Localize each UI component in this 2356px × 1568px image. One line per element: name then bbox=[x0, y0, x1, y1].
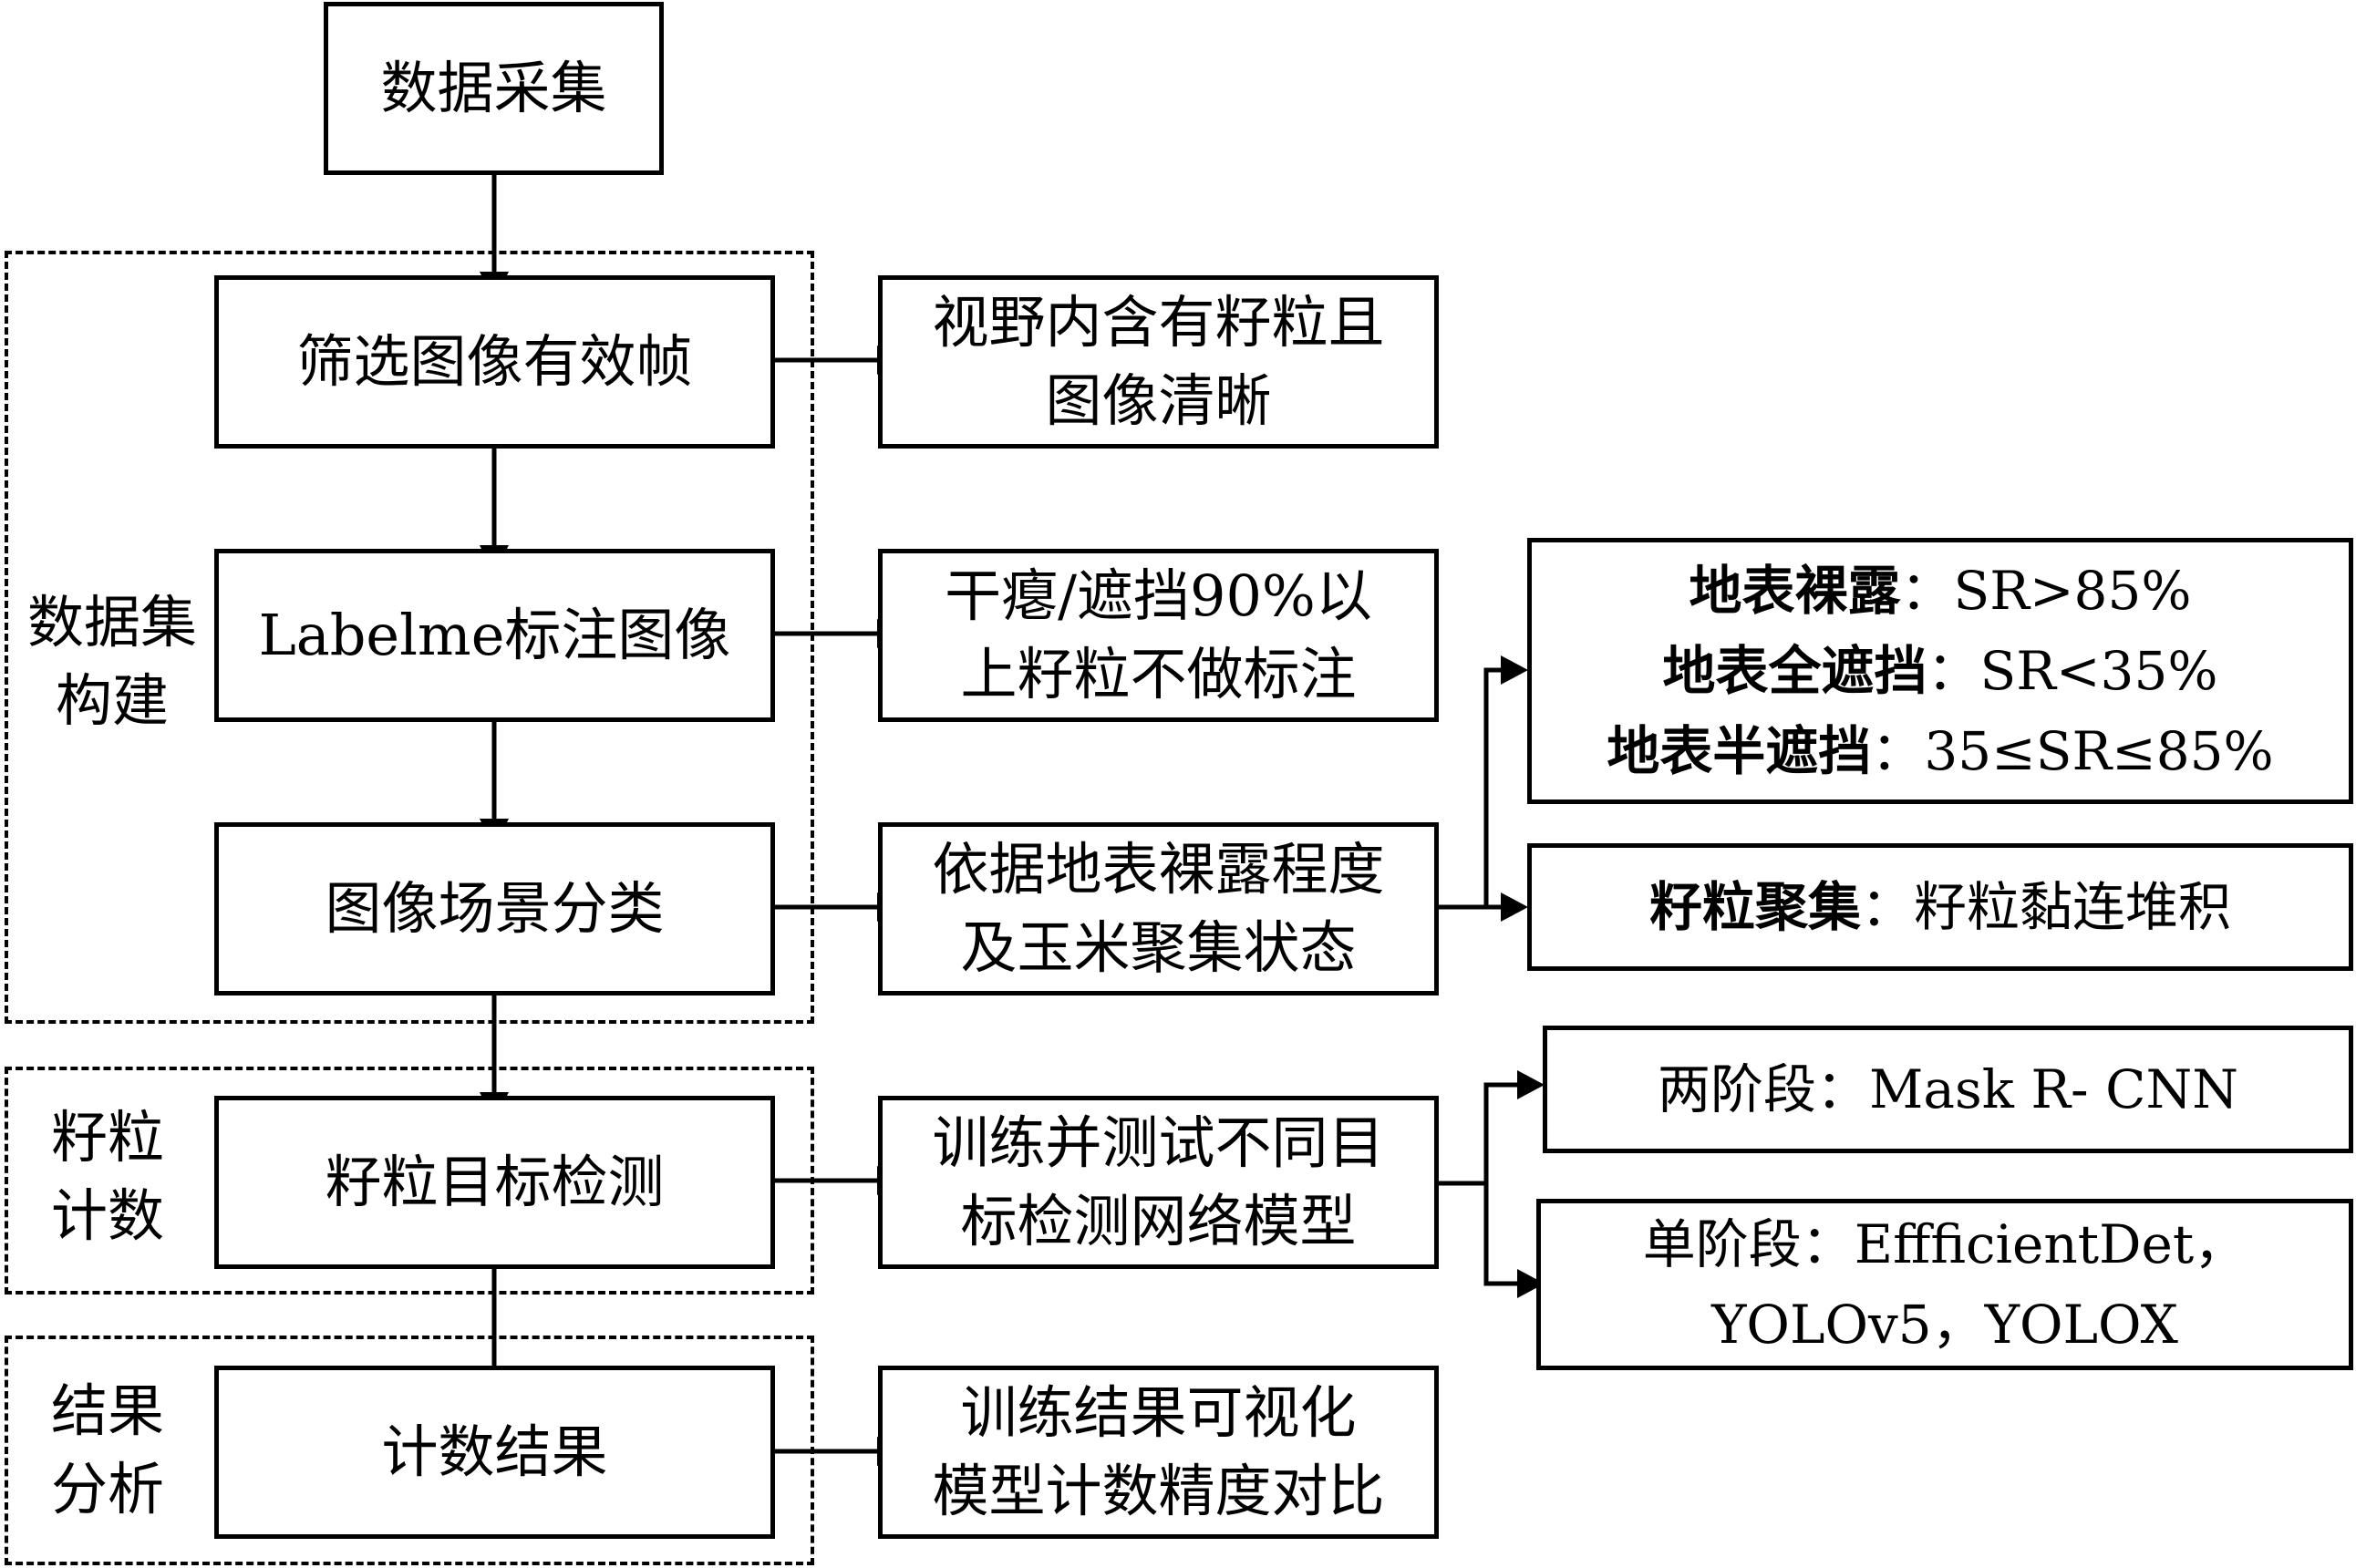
scene-classes-box: 地表裸露：SR>85% 地表全遮挡：SR<35% 地表半遮挡：35≤SR≤85% bbox=[1527, 538, 2353, 804]
branch-models bbox=[1439, 1082, 1538, 1186]
step-labelme-label: Labelme标注图像 bbox=[258, 602, 731, 668]
step-scene-classify: 图像场景分类 bbox=[214, 822, 775, 995]
aggregation-box: 籽粒聚集：籽粒黏连堆积 bbox=[1527, 843, 2353, 971]
scene-half-occlusion-label: 地表半遮挡 bbox=[1607, 720, 1872, 782]
two-stage-text: 两阶段：Mask R- CNN bbox=[1658, 1058, 2238, 1120]
detail-result-compare: 训练结果可视化 模型计数精度对比 bbox=[878, 1366, 1439, 1539]
detail-annotation-rule-text: 干瘪/遮挡90%以 上籽粒不做标注 bbox=[945, 562, 1372, 707]
group-dataset-label: 数据集 构建 bbox=[26, 589, 197, 734]
scene-full-occlusion-value: ：SR<35% bbox=[1927, 640, 2218, 702]
step-filter-frames-label: 筛选图像有效帧 bbox=[296, 328, 693, 395]
scene-aggregation: 籽粒聚集：籽粒黏连堆积 bbox=[1649, 867, 2231, 947]
detail-result-compare-text: 训练结果可视化 模型计数精度对比 bbox=[932, 1379, 1385, 1524]
branch-scene bbox=[1439, 667, 1523, 910]
step-kernel-detection: 籽粒目标检测 bbox=[214, 1096, 775, 1269]
detail-annotation-rule: 干瘪/遮挡90%以 上籽粒不做标注 bbox=[878, 549, 1439, 722]
step-count-result-label: 计数结果 bbox=[381, 1418, 608, 1485]
scene-full-occlusion: 地表全遮挡：SR<35% bbox=[1663, 631, 2218, 711]
scene-exposed-value: ：SR>85% bbox=[1900, 560, 2192, 622]
group-analysis-frame bbox=[5, 1336, 814, 1565]
one-stage-box: 单阶段：EffficientDet， YOLOv5，YOLOX bbox=[1536, 1199, 2353, 1370]
group-detection-label: 籽粒 计数 bbox=[50, 1104, 164, 1249]
scene-full-occlusion-label: 地表全遮挡 bbox=[1662, 640, 1927, 702]
step-data-collection-label: 数据采集 bbox=[380, 55, 607, 121]
group-dataset-frame bbox=[5, 251, 814, 1024]
scene-aggregation-label: 籽粒聚集 bbox=[1648, 876, 1861, 938]
one-stage-line2: YOLOv5，YOLOX bbox=[1711, 1294, 2178, 1356]
step-labelme: Labelme标注图像 bbox=[214, 549, 775, 722]
detail-scene-basis-text: 依据地表裸露程度 及玉米聚集状态 bbox=[932, 836, 1385, 981]
scene-half-occlusion-value: ：35≤SR≤85% bbox=[1871, 720, 2274, 782]
scene-half-occlusion: 地表半遮挡：35≤SR≤85% bbox=[1607, 711, 2273, 791]
scene-aggregation-value: ：籽粒黏连堆积 bbox=[1861, 876, 2232, 938]
group-analysis-label: 结果 分析 bbox=[50, 1377, 164, 1522]
step-kernel-detection-label: 籽粒目标检测 bbox=[325, 1149, 665, 1215]
detail-train-models: 训练并测试不同目 标检测网络模型 bbox=[878, 1096, 1439, 1269]
arrow-models-onestage bbox=[1483, 1183, 1538, 1286]
scene-exposed: 地表裸露：SR>85% bbox=[1690, 551, 2192, 631]
detail-filter-criteria-text: 视野内含有籽粒且 图像清晰 bbox=[932, 289, 1385, 434]
step-scene-classify-label: 图像场景分类 bbox=[325, 875, 665, 942]
detail-train-models-text: 训练并测试不同目 标检测网络模型 bbox=[932, 1109, 1385, 1254]
detail-scene-basis: 依据地表裸露程度 及玉米聚集状态 bbox=[878, 822, 1439, 995]
one-stage-line1: 单阶段：EffficientDet， bbox=[1642, 1213, 2248, 1275]
step-count-result: 计数结果 bbox=[214, 1366, 775, 1539]
group-detection-frame bbox=[5, 1067, 814, 1295]
scene-exposed-label: 地表裸露 bbox=[1689, 560, 1901, 622]
detail-filter-criteria: 视野内含有籽粒且 图像清晰 bbox=[878, 275, 1439, 449]
step-filter-frames: 筛选图像有效帧 bbox=[214, 275, 775, 449]
step-data-collection: 数据采集 bbox=[324, 2, 664, 175]
two-stage-box: 两阶段：Mask R- CNN bbox=[1543, 1026, 2353, 1153]
